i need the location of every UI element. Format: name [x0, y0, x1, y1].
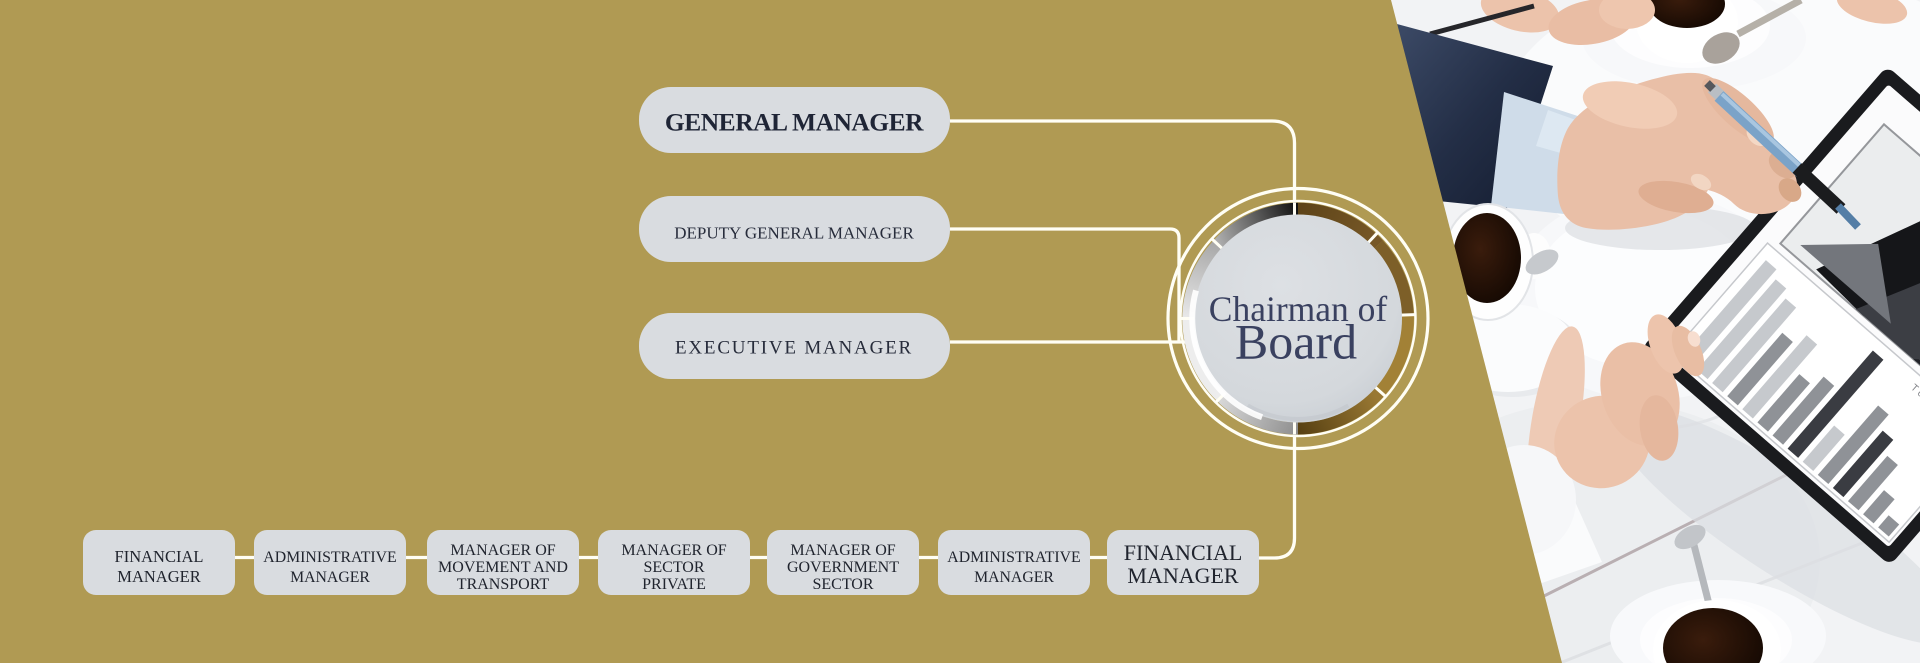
- svg-text:MANAGER: MANAGER: [974, 569, 1054, 586]
- svg-text:EXECUTIVE MANAGER: EXECUTIVE MANAGER: [675, 338, 913, 359]
- svg-text:Board: Board: [1235, 314, 1357, 370]
- svg-text:GOVERNMENT: GOVERNMENT: [787, 559, 899, 576]
- svg-text:MANAGER OF: MANAGER OF: [790, 542, 895, 559]
- svg-text:FINANCIAL: FINANCIAL: [1124, 540, 1243, 565]
- svg-text:FINANCIAL: FINANCIAL: [115, 547, 204, 566]
- svg-text:DEPUTY GENERAL MANAGER: DEPUTY GENERAL MANAGER: [674, 224, 914, 243]
- svg-text:MANAGER: MANAGER: [117, 567, 200, 586]
- svg-text:SECTOR: SECTOR: [643, 559, 704, 576]
- svg-text:SECTOR: SECTOR: [812, 576, 873, 593]
- svg-text:PRIVATE: PRIVATE: [642, 576, 706, 593]
- svg-text:MANAGER OF: MANAGER OF: [450, 542, 555, 559]
- svg-text:ADMINISTRATIVE: ADMINISTRATIVE: [263, 549, 396, 566]
- svg-text:MANAGER: MANAGER: [1127, 563, 1239, 588]
- svg-text:MANAGER OF: MANAGER OF: [621, 542, 726, 559]
- svg-text:GENERAL MANAGER: GENERAL MANAGER: [665, 108, 924, 137]
- svg-text:MOVEMENT AND: MOVEMENT AND: [438, 559, 568, 576]
- svg-text:MANAGER: MANAGER: [290, 569, 370, 586]
- svg-text:Chairman of: Chairman of: [1209, 289, 1388, 329]
- svg-text:ADMINISTRATIVE: ADMINISTRATIVE: [947, 549, 1080, 566]
- svg-text:TRANSPORT: TRANSPORT: [457, 576, 550, 593]
